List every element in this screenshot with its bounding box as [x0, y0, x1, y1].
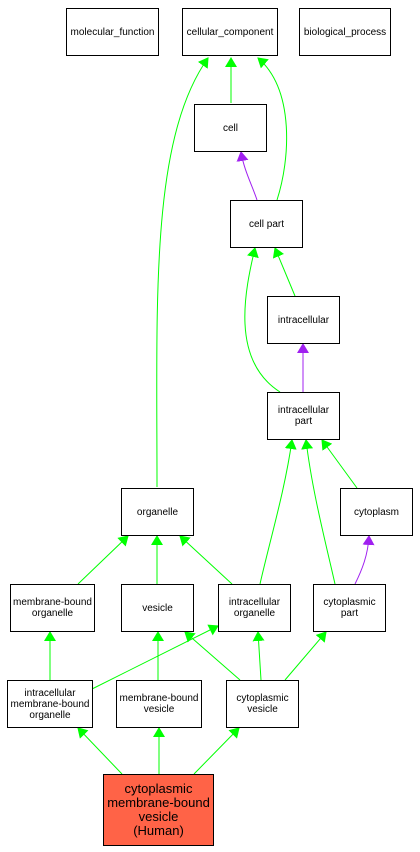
node-label: organelle	[136, 506, 179, 518]
node-cell-part[interactable]: cell part	[230, 200, 303, 248]
node-intracellular-membrane-bound-organelle[interactable]: intracellular membrane-bound organelle	[7, 680, 93, 728]
node-biological-process[interactable]: biological_process	[299, 8, 391, 56]
edge-cytoplasm-to-intracellular-part	[321, 439, 358, 489]
edge-intracellular-organelle-to-intracellular-part	[259, 439, 297, 585]
node-label: cellular_component	[186, 26, 274, 38]
node-cytoplasm[interactable]: cytoplasm	[340, 488, 413, 536]
node-molecular-function[interactable]: molecular_function	[66, 8, 159, 56]
node-label: cell	[222, 122, 238, 134]
node-label: membrane-bound vesicle	[119, 693, 199, 715]
edge-cytoplasmic-part-to-cytoplasm	[354, 535, 375, 585]
node-label: intracellular part	[277, 405, 330, 427]
node-label: vesicle	[142, 602, 173, 614]
edge-cytoplasmic-vesicle-to-vesicle	[184, 631, 241, 681]
node-vesicle[interactable]: vesicle	[121, 584, 194, 632]
edge-query-to-intracellular-membrane-bound-organelle	[77, 727, 123, 775]
node-label: intracellular membrane-bound organelle	[10, 687, 90, 721]
edge-intracellular-organelle-to-organelle	[179, 535, 233, 585]
edge-cell-part-to-cell	[236, 151, 258, 201]
node-label: cytoplasm	[353, 506, 399, 518]
node-intracellular[interactable]: intracellular	[267, 296, 340, 344]
node-label: cytoplasmic membrane-bound vesicle (Huma…	[107, 781, 210, 838]
node-label: cytoplasmic vesicle	[236, 693, 289, 715]
node-cytoplasmic-part[interactable]: cytoplasmic part	[313, 584, 386, 632]
edge-layer	[44, 57, 375, 775]
node-label: intracellular	[277, 314, 330, 326]
node-membrane-bound-vesicle[interactable]: membrane-bound vesicle	[116, 680, 202, 728]
node-label: molecular_function	[70, 26, 155, 38]
node-query-cytoplasmic-membrane-bound-vesicle[interactable]: cytoplasmic membrane-bound vesicle (Huma…	[103, 774, 214, 846]
edge-organelle-to-cellular-component	[156, 57, 209, 488]
node-cell[interactable]: cell	[194, 104, 267, 152]
edge-cytoplasmic-vesicle-to-cytoplasmic-part	[284, 631, 327, 681]
node-label: cytoplasmic part	[323, 597, 376, 619]
node-label: membrane-bound organelle	[13, 597, 92, 619]
node-organelle[interactable]: organelle	[121, 488, 194, 536]
node-intracellular-organelle[interactable]: intracellular organelle	[218, 584, 291, 632]
node-intracellular-part[interactable]: intracellular part	[267, 392, 340, 440]
edge-membrane-bound-organelle-to-organelle	[77, 535, 129, 585]
node-cellular-component[interactable]: cellular_component	[182, 8, 278, 56]
edge-query-to-cytoplasmic-vesicle	[193, 727, 240, 775]
edge-intracellular-part-to-cell-part	[244, 247, 281, 393]
edge-intracellular-membrane-bound-organelle-to-intracellular-organelle	[89, 624, 219, 691]
node-label: biological_process	[303, 26, 387, 38]
node-label: cell part	[248, 218, 284, 230]
edge-cytoplasmic-vesicle-to-intracellular-organelle	[252, 631, 265, 681]
edge-cell-part-to-cellular-component	[257, 57, 288, 201]
node-label: intracellular organelle	[228, 597, 281, 619]
node-membrane-bound-organelle[interactable]: membrane-bound organelle	[10, 584, 95, 632]
node-cytoplasmic-vesicle[interactable]: cytoplasmic vesicle	[226, 680, 299, 728]
edge-intracellular-to-cell-part	[272, 247, 296, 297]
edge-cytoplasmic-part-to-intracellular-part	[301, 439, 336, 585]
